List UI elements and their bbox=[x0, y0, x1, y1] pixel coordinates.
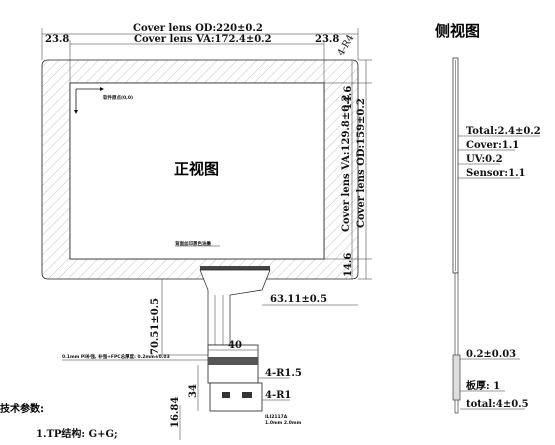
side-total: Total:2.4±0.2 bbox=[466, 126, 541, 137]
right-margin-dim: 23.8 bbox=[315, 34, 339, 45]
tail-height-dim: 34 bbox=[188, 384, 199, 398]
side-cover: Cover:1.1 bbox=[466, 140, 519, 151]
side-view-title: 侧视图 bbox=[435, 22, 480, 40]
tech-params: 技术参数: 1.TP结构: G+G; bbox=[0, 402, 118, 440]
cover-od-dim: Cover lens OD:220±0.2 bbox=[133, 23, 263, 34]
cover-va-dim: Cover lens VA:172.4±0.2 bbox=[134, 34, 272, 45]
side-view: 侧视图 Total:2.4±0.2 Cover:1.1 UV:0.2 Senso… bbox=[435, 22, 541, 414]
fpc-lower-board bbox=[209, 382, 263, 412]
left-margin-dim: 23.8 bbox=[45, 34, 69, 45]
tail-radius-1-dim: 4-R1.5 bbox=[265, 368, 302, 379]
top-border-dim: 14.6 bbox=[343, 86, 354, 110]
front-view-title: 正视图 bbox=[174, 160, 219, 178]
va-height-dim: Cover lens VA:129.8±0.2 bbox=[341, 94, 352, 232]
side-fpc bbox=[454, 272, 459, 414]
fpc-length-dim: 70.51±0.5 bbox=[150, 298, 161, 355]
tail-width-2-dim: 16.84 bbox=[170, 397, 181, 428]
ic-chip-2 bbox=[242, 392, 252, 398]
side-fpc-thickness: 0.2±0.03 bbox=[466, 349, 516, 360]
fpc-offset-dim: 63.11±0.5 bbox=[270, 294, 327, 305]
bottom-border-dim: 14.6 bbox=[343, 253, 354, 277]
viewing-area bbox=[69, 82, 325, 260]
tech-item-1: 1.TP结构: G+G; bbox=[36, 427, 118, 440]
fpc-note: 0.1mm PI补强, 补强+FPC总厚度: 0.2mm±0.03 bbox=[62, 353, 170, 360]
ic-chip bbox=[222, 392, 230, 398]
ic-label: ILI2117A bbox=[265, 414, 288, 420]
fpc-tail bbox=[199, 269, 271, 346]
bottom-note: 背面丝印黑色油墨 bbox=[175, 240, 211, 247]
side-uv: UV:0.2 bbox=[466, 154, 503, 165]
front-view: 软件原点(0,0) 正视图 背面丝印黑色油墨 Cover lens OD:220… bbox=[41, 23, 372, 440]
side-plate-thickness: 板厚: 1 bbox=[466, 379, 500, 392]
ic-note: 1.0mm 2.0mm bbox=[265, 420, 302, 426]
origin-label: 软件原点(0,0) bbox=[103, 94, 133, 101]
side-total-bottom: total:4±0.5 bbox=[466, 399, 529, 410]
side-sensor: Sensor:1.1 bbox=[466, 168, 526, 179]
tail-width-dim: 40 bbox=[228, 340, 242, 351]
tech-heading: 技术参数: bbox=[0, 402, 44, 415]
od-height-dim: Cover lens OD:159±0.2 bbox=[356, 98, 367, 228]
fpc-pins bbox=[208, 357, 258, 365]
fpc-bond bbox=[200, 266, 270, 270]
tail-radius-2-dim: 4-R1 bbox=[265, 390, 291, 401]
side-stiffener bbox=[452, 354, 461, 401]
